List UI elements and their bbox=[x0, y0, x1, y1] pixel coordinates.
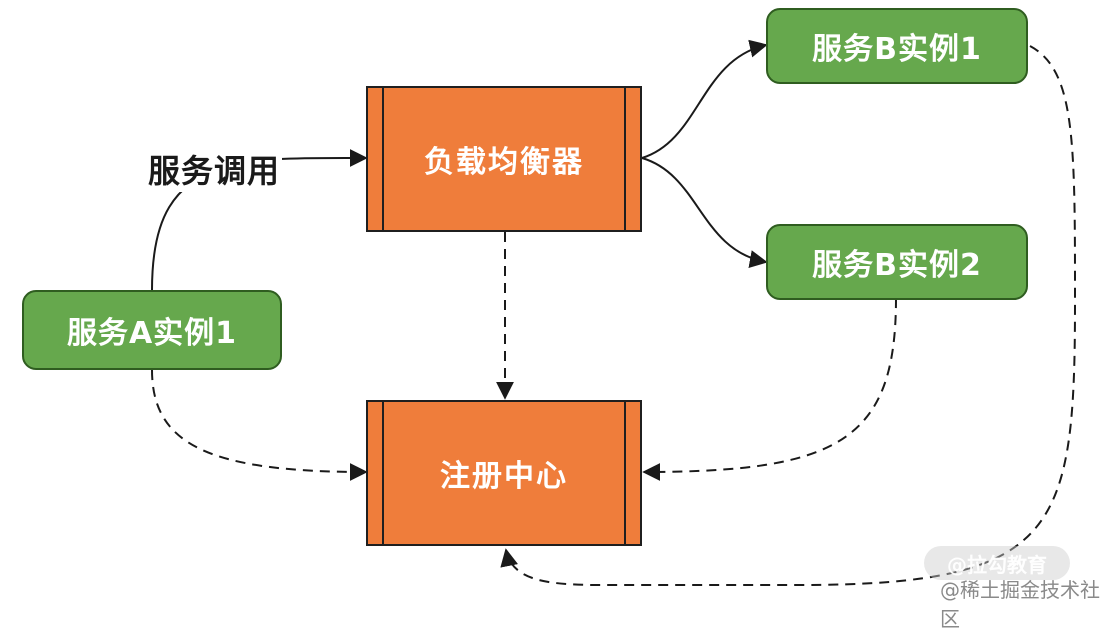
lagou-watermark: @拉勾教育 bbox=[924, 546, 1070, 580]
right-bar bbox=[624, 402, 626, 544]
service-a-instance-1-node[interactable]: 服务A实例1 bbox=[22, 290, 282, 370]
registry-center-label: 注册中心 bbox=[440, 459, 568, 494]
left-bar bbox=[382, 88, 384, 230]
diagram-edges bbox=[151, 39, 1077, 586]
service-b-instance-2-node[interactable]: 服务B实例2 bbox=[766, 224, 1028, 300]
edge-lb-to-b1 bbox=[641, 39, 768, 159]
load-balancer-node[interactable]: 负载均衡器 bbox=[366, 86, 642, 232]
edge-a1-to-registry bbox=[151, 369, 368, 481]
edge-b1-to-registry bbox=[500, 45, 1077, 586]
service-a-instance-1-label: 服务A实例1 bbox=[66, 316, 238, 351]
right-bar bbox=[624, 88, 626, 230]
juejin-watermark: @稀土掘金技术社区 bbox=[940, 578, 1100, 631]
service-b-instance-2-label: 服务B实例2 bbox=[812, 248, 982, 283]
service-call-label: 服务调用 bbox=[146, 146, 283, 192]
registry-center-node[interactable]: 注册中心 bbox=[366, 400, 642, 546]
edge-b2-to-registry bbox=[642, 297, 897, 481]
service-b-instance-1-label: 服务B实例1 bbox=[812, 32, 982, 67]
load-balancer-label: 负载均衡器 bbox=[424, 145, 584, 180]
edge-lb-to-b2 bbox=[641, 157, 768, 268]
architecture-diagram: 服务调用 服务A实例1 负载均衡器 服务B实例1 服务B实例2 注册中心 @拉勾… bbox=[22, 8, 1100, 631]
service-b-instance-1-node[interactable]: 服务B实例1 bbox=[766, 8, 1028, 84]
left-bar bbox=[382, 402, 384, 544]
